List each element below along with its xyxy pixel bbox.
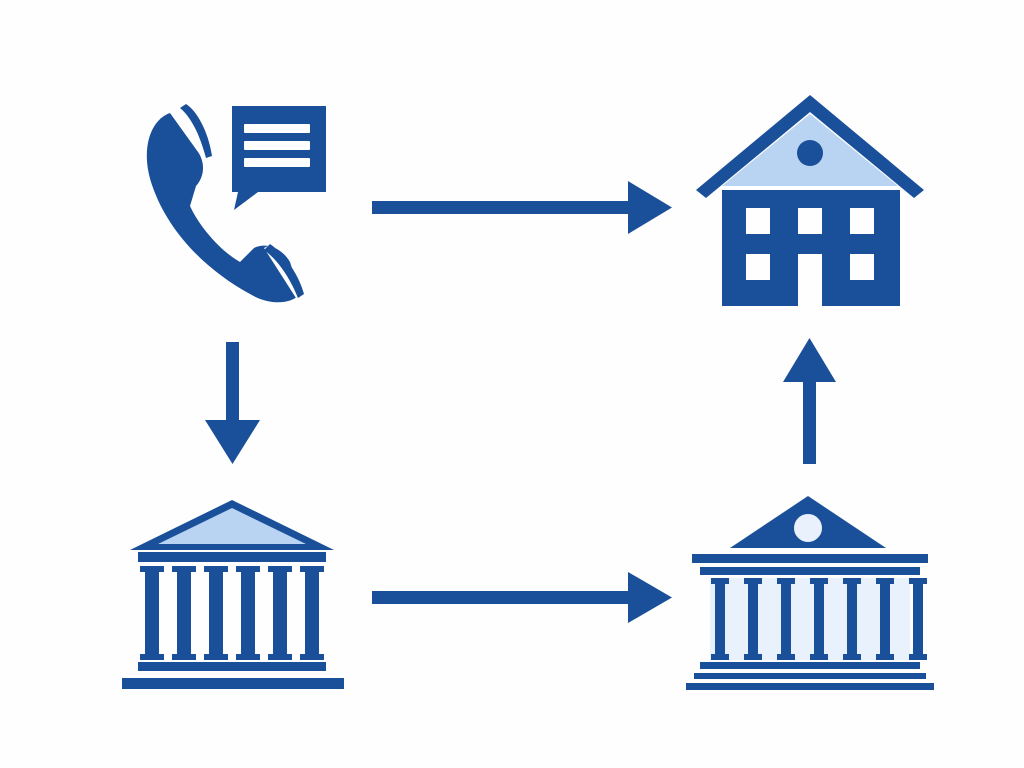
- column-capital: [204, 566, 228, 572]
- column-shaft: [241, 572, 255, 654]
- column-shaft: [305, 572, 319, 654]
- column-base: [711, 654, 729, 660]
- column-capital: [744, 578, 762, 584]
- bank-classical-building-icon: [122, 500, 344, 689]
- arrow-down-left: [205, 342, 260, 464]
- column-shaft: [715, 584, 725, 654]
- column-base: [300, 654, 324, 660]
- column-shaft: [847, 584, 857, 654]
- column-shaft: [273, 572, 287, 654]
- column-capital: [236, 566, 260, 572]
- column-shaft: [209, 572, 223, 654]
- column-base: [843, 654, 861, 660]
- arrow-right-bottom: [372, 572, 672, 623]
- phone-with-message-icon: [146, 104, 326, 303]
- column-capital: [172, 566, 196, 572]
- column-base: [268, 654, 292, 660]
- column-capital: [300, 566, 324, 572]
- column-capital: [843, 578, 861, 584]
- column-base: [140, 654, 164, 660]
- column-shaft: [748, 584, 758, 654]
- column-base: [810, 654, 828, 660]
- message-bubble-icon: [232, 106, 326, 210]
- column-base: [236, 654, 260, 660]
- column-base: [204, 654, 228, 660]
- arrow-right-top: [372, 181, 672, 234]
- telephone-handset-icon: [146, 104, 304, 303]
- column-shaft: [781, 584, 791, 654]
- bank-columns: [711, 578, 927, 660]
- column-shaft: [814, 584, 824, 654]
- column-base: [909, 654, 927, 660]
- column-capital: [777, 578, 795, 584]
- column-capital: [810, 578, 828, 584]
- column-base: [876, 654, 894, 660]
- column-shaft: [913, 584, 923, 654]
- column-shaft: [880, 584, 890, 654]
- column-capital: [876, 578, 894, 584]
- column-capital: [909, 578, 927, 584]
- house-building-icon: [696, 95, 924, 306]
- column-base: [172, 654, 196, 660]
- column-base: [744, 654, 762, 660]
- bank-columns: [140, 566, 324, 660]
- column-capital: [140, 566, 164, 572]
- column-base: [777, 654, 795, 660]
- bank-classical-building-with-seal-icon: [686, 496, 934, 690]
- column-capital: [268, 566, 292, 572]
- column-capital: [711, 578, 729, 584]
- arrow-up-right: [783, 338, 836, 464]
- column-shaft: [145, 572, 159, 654]
- column-shaft: [177, 572, 191, 654]
